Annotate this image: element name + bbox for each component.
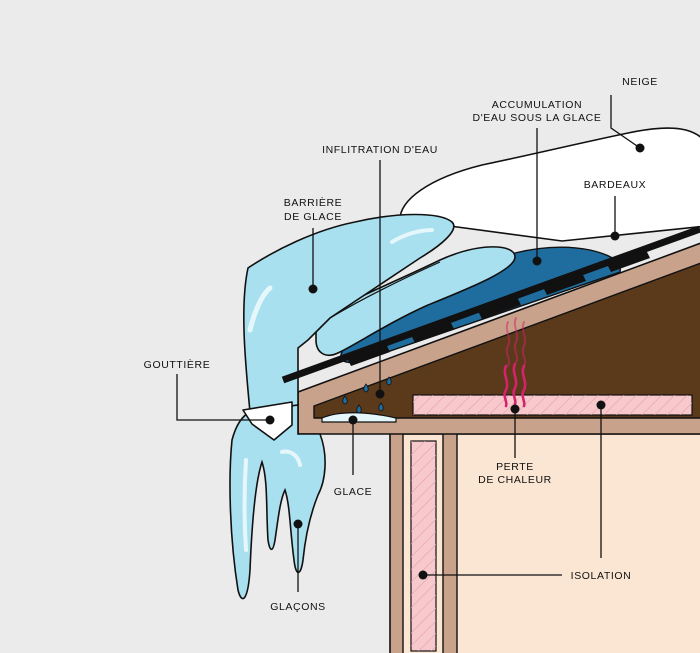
- label-bardeaux: BARDEAUX: [584, 179, 647, 191]
- roof-deck: [313, 262, 700, 419]
- ice-dam: [242, 213, 516, 413]
- label-glacons: GLAÇONS: [270, 601, 326, 613]
- shingles: [347, 250, 650, 366]
- heat-waves: [503, 317, 527, 408]
- label-infiltration: INFLITRATION D'EAU: [322, 144, 438, 156]
- label-accumulation-line1: ACCUMULATION: [492, 99, 582, 111]
- wall-insulation: [410, 440, 437, 652]
- label-barriere-line2: DE GLACE: [284, 211, 342, 223]
- label-glace: GLACE: [334, 486, 373, 498]
- label-isolation: ISOLATION: [571, 570, 632, 582]
- leader-dots: [265, 143, 645, 580]
- roof-line: [281, 225, 700, 384]
- label-neige: NEIGE: [622, 76, 658, 88]
- label-gouttiere: GOUTTIÈRE: [144, 358, 211, 371]
- soffit-ice: [321, 412, 397, 423]
- snow-layer: [399, 127, 700, 242]
- label-perte-line2: DE CHALEUR: [478, 474, 552, 486]
- icicles: [229, 404, 326, 600]
- label-perte-line1: PERTE: [496, 461, 534, 473]
- leader-lines: [176, 95, 641, 592]
- water-drops: [342, 376, 392, 414]
- label-barriere-line1: BARRIÈRE: [284, 196, 342, 209]
- label-accumulation-line2: D'EAU SOUS LA GLACE: [473, 112, 602, 124]
- attic-insulation: [412, 394, 693, 416]
